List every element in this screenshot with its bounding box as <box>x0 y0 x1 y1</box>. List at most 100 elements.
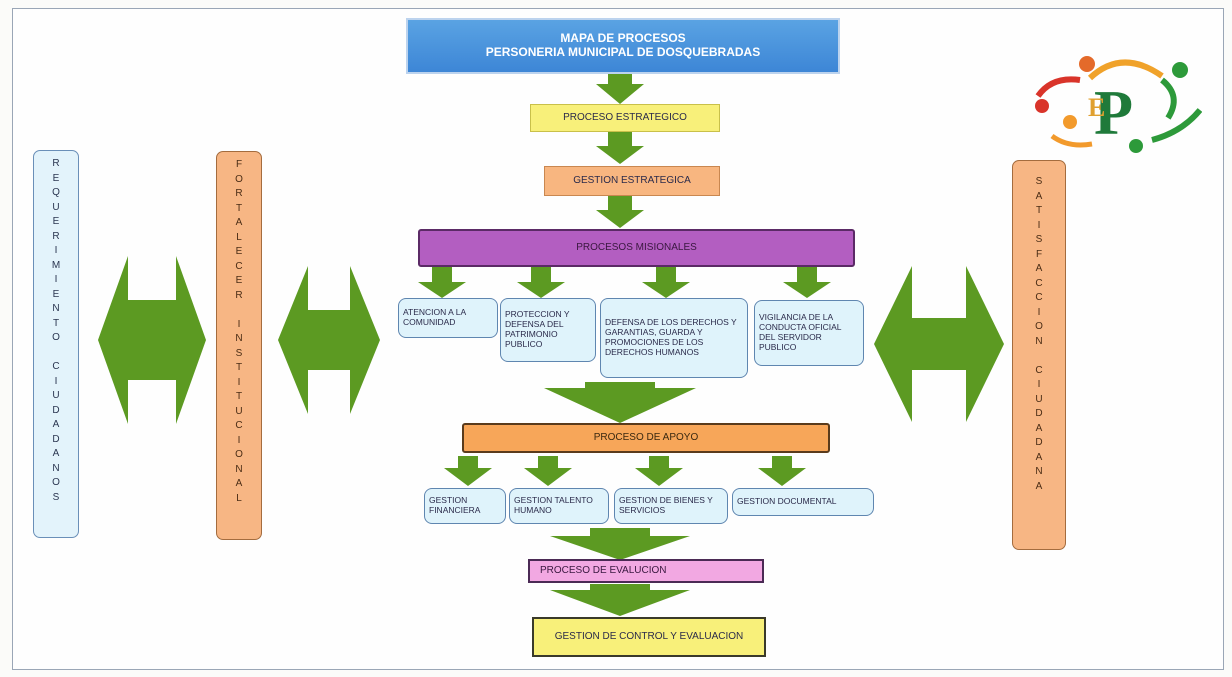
column-letter: D <box>52 404 60 416</box>
misional-label: DEFENSA DE LOS DERECHOS Y GARANTIAS, GUA… <box>605 317 737 357</box>
column-letter: R <box>235 289 243 301</box>
column-letter: I <box>1037 306 1041 318</box>
column-letter: Q <box>52 187 60 198</box>
column-letter: E <box>52 216 60 227</box>
column-letter: S <box>1035 234 1043 245</box>
column-letter: N <box>52 303 60 314</box>
procesos-misionales-label: PROCESOS MISIONALES <box>576 242 697 254</box>
column-letter: I <box>237 376 241 388</box>
column-letter: T <box>235 202 243 214</box>
column-letter: I <box>54 245 58 256</box>
apoyo-label: GESTION FINANCIERA <box>429 495 481 515</box>
column-letter: U <box>235 405 243 417</box>
column-letter: D <box>52 433 60 445</box>
logo-graphic: P E <box>1035 56 1203 153</box>
apoyo-label: GESTION DE BIENES Y SERVICIOS <box>619 495 713 515</box>
column-letter: C <box>52 361 60 372</box>
column-letter: I <box>237 318 241 330</box>
misional-item: PROTECCION Y DEFENSA DEL PATRIMONIO PUBL… <box>500 298 596 362</box>
column-letter: S <box>1035 176 1043 187</box>
column-letter: O <box>235 173 243 185</box>
column-letter: M <box>51 259 61 271</box>
down-arrow <box>596 196 644 228</box>
page-title: MAPA DE PROCESOS PERSONERIA MUNICIPAL DE… <box>406 18 840 74</box>
column-letter: T <box>235 391 243 402</box>
misional-label: PROTECCION Y DEFENSA DEL PATRIMONIO PUBL… <box>505 309 570 349</box>
apoyo-label: GESTION TALENTO HUMANO <box>514 495 593 515</box>
misional-item: ATENCION A LA COMUNIDAD <box>398 298 498 338</box>
proceso-evaluacion-box: PROCESO DE EVALUCION <box>528 559 764 583</box>
apoyo-item: GESTION FINANCIERA <box>424 488 506 524</box>
column-letter: A <box>235 478 243 489</box>
column-letter: E <box>235 275 243 286</box>
gestion-estrategica-label: GESTION ESTRATEGICA <box>573 175 691 187</box>
apoyo-label: GESTION DOCUMENTAL <box>737 496 837 507</box>
down-arrow <box>783 267 831 298</box>
column-letter: A <box>235 217 243 228</box>
column-letter: I <box>54 375 58 387</box>
column-letter: R <box>235 188 243 199</box>
title-line-2: PERSONERIA MUNICIPAL DE DOSQUEBRADAS <box>485 45 761 59</box>
double-arrow-left-1 <box>98 256 206 424</box>
column-letter: O <box>1035 321 1043 332</box>
column-letter: I <box>54 274 58 285</box>
apoyo-item: GESTION TALENTO HUMANO <box>509 488 609 524</box>
column-letter: C <box>1035 292 1043 303</box>
column-letter <box>238 303 241 318</box>
gestion-estrategica-box: GESTION ESTRATEGICA <box>544 166 720 196</box>
column-letter: F <box>235 159 243 170</box>
column-letter: A <box>1035 451 1043 463</box>
proceso-estrategico-label: PROCESO ESTRATEGICO <box>563 112 687 124</box>
column-letter: A <box>1035 480 1043 492</box>
double-arrow-right <box>874 266 1004 422</box>
down-arrow <box>596 132 644 164</box>
column-letter: D <box>1035 408 1043 419</box>
misional-label: ATENCION A LA COMUNIDAD <box>403 307 466 327</box>
misional-item: VIGILANCIA DE LA CONDUCTA OFICIAL DEL SE… <box>754 300 864 366</box>
column-letter: O <box>52 332 60 343</box>
down-arrow <box>524 456 572 486</box>
column-letter: E <box>235 246 243 257</box>
column-letter: T <box>235 362 243 373</box>
column-letter: A <box>52 419 60 430</box>
column-letter: A <box>52 448 60 459</box>
misional-item: DEFENSA DE LOS DERECHOS Y GARANTIAS, GUA… <box>600 298 748 378</box>
column-letter: T <box>52 317 60 329</box>
column-letter: N <box>235 463 243 475</box>
column-letter: N <box>1035 335 1043 347</box>
column-letter: R <box>52 158 60 169</box>
procesos-misionales-box: PROCESOS MISIONALES <box>418 229 855 267</box>
column-letter: F <box>1035 248 1043 260</box>
down-arrow <box>642 267 690 298</box>
column-letter: L <box>236 492 242 504</box>
proceso-apoyo-box: PROCESO DE APOYO <box>462 423 830 453</box>
double-arrow-left-2 <box>278 266 380 414</box>
down-arrow <box>635 456 683 486</box>
column-letter: I <box>1037 379 1041 390</box>
apoyo-item: GESTION DE BIENES Y SERVICIOS <box>614 488 728 524</box>
column-letter: U <box>52 201 60 213</box>
column-letter: A <box>1035 190 1043 202</box>
title-line-1: MAPA DE PROCESOS <box>560 31 686 46</box>
proceso-evaluacion-label: PROCESO DE EVALUCION <box>540 565 667 577</box>
column-letter: N <box>52 462 60 474</box>
column-letter: O <box>52 477 60 488</box>
column-letter: I <box>1037 219 1041 231</box>
down-arrow <box>517 267 565 298</box>
proceso-apoyo-label: PROCESO DE APOYO <box>593 432 699 444</box>
personeria-logo: P E <box>1032 36 1203 156</box>
down-arrow <box>596 74 644 104</box>
logo-letter: P <box>1094 77 1133 148</box>
column-letter: O <box>235 449 243 460</box>
down-arrow-large <box>550 584 690 616</box>
logo-small-letter: E <box>1088 93 1105 122</box>
column-letter: N <box>235 333 243 344</box>
column-letter: A <box>1035 263 1043 274</box>
column-letter: C <box>1035 277 1043 289</box>
down-arrow <box>444 456 492 486</box>
gestion-control-label: GESTION DE CONTROL Y EVALUACION <box>554 631 744 643</box>
column-letter: U <box>1035 393 1043 405</box>
